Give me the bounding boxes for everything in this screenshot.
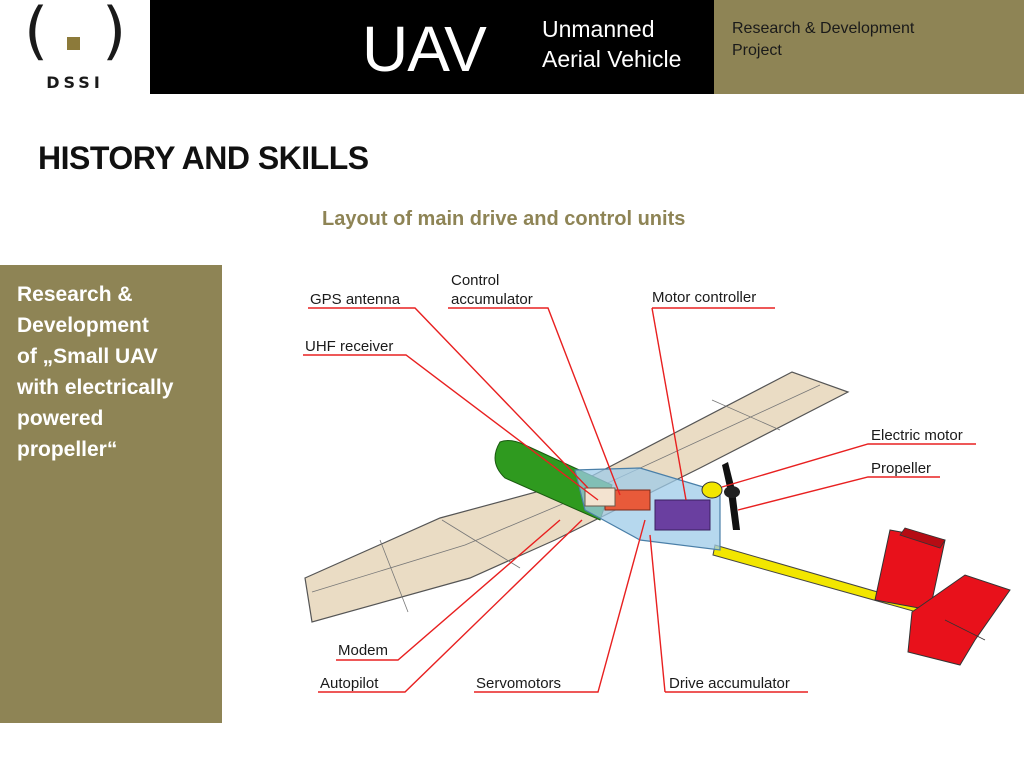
label-control-accumulator-2: accumulator <box>451 291 533 308</box>
header-subtitle: Unmanned Aerial Vehicle <box>542 14 681 74</box>
side-line: with electrically <box>17 376 174 399</box>
page-title: HISTORY AND SKILLS <box>38 140 369 176</box>
label-uhf-receiver: UHF receiver <box>305 338 393 355</box>
side-line: powered <box>17 407 104 430</box>
label-control-accumulator-1: Control <box>451 272 499 289</box>
spinner <box>724 486 740 498</box>
logo-left-paren: ( <box>24 0 49 67</box>
side-panel-text: Research & Development of „Small UAV wit… <box>17 279 217 465</box>
motor <box>701 481 723 499</box>
header-project-box: Research & Development Project <box>714 0 1024 94</box>
diagram-subtitle: Layout of main drive and control units <box>322 208 686 230</box>
header-project-line1: Research & Development <box>732 20 915 37</box>
label-autopilot: Autopilot <box>320 675 379 692</box>
label-modem: Modem <box>338 642 388 659</box>
leader-lines <box>303 307 976 693</box>
uav-layout-diagram: GPS antenna Control accumulator Motor co… <box>303 272 1011 693</box>
side-line: of „Small UAV <box>17 345 158 368</box>
label-motor-controller: Motor controller <box>652 289 756 306</box>
label-gps-antenna: GPS antenna <box>310 291 401 308</box>
header-subtitle-line2: Aerial Vehicle <box>542 46 682 72</box>
label-propeller: Propeller <box>871 460 931 477</box>
header-project-text: Research & Development Project <box>732 18 914 62</box>
label-drive-accumulator: Drive accumulator <box>669 675 790 692</box>
label-electric-motor: Electric motor <box>871 427 963 444</box>
drive-battery <box>654 499 711 531</box>
logo-text: DSSI <box>46 73 104 92</box>
header-project-line2: Project <box>732 42 782 59</box>
label-servomotors: Servomotors <box>476 675 561 692</box>
header-title-bar: UAV Unmanned Aerial Vehicle <box>150 0 714 94</box>
logo: ( ) DSSI <box>0 0 150 94</box>
logo-dot <box>67 37 80 50</box>
side-line: Research & <box>17 283 133 306</box>
header-title: UAV <box>362 13 487 85</box>
side-line: propeller“ <box>17 438 118 461</box>
electronics-bay <box>584 487 616 507</box>
side-line: Development <box>17 314 149 337</box>
header-subtitle-line1: Unmanned <box>542 16 655 42</box>
tail <box>874 527 1011 666</box>
logo-right-paren: ) <box>102 0 127 67</box>
side-panel: Research & Development of „Small UAV wit… <box>0 265 222 723</box>
